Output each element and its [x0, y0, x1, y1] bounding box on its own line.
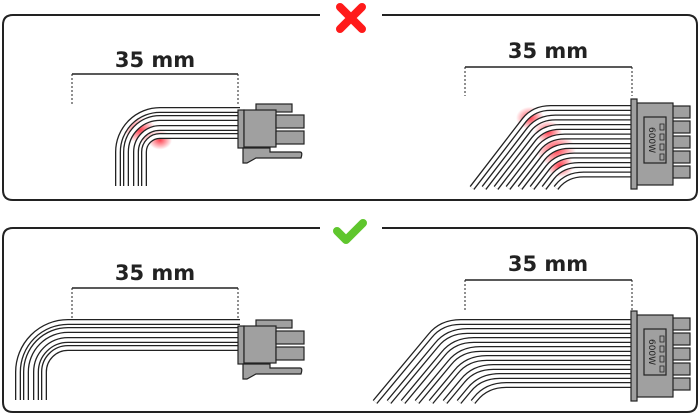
wire-insulation — [415, 347, 634, 404]
wire-insulation — [470, 106, 634, 190]
wire-insulation — [482, 115, 634, 190]
connector-wattage-label: 600W — [646, 127, 656, 153]
wire-insulation — [142, 134, 240, 186]
x-mark-icon — [336, 3, 366, 33]
measure-bracket-top-right — [464, 66, 633, 96]
wire-outline — [41, 345, 240, 400]
wire-insulation — [554, 172, 634, 190]
wire-insulation — [494, 125, 634, 190]
measure-bracket-bottom-right — [464, 279, 633, 310]
wire-insulation — [24, 328, 240, 400]
correct-panel-frame — [2, 227, 698, 413]
wire-insulation — [387, 329, 634, 404]
cable-wires — [15, 105, 634, 404]
measure-label: 35 mm — [508, 39, 588, 63]
connector-wattage-label: 600W — [646, 339, 656, 365]
wire-insulation — [34, 338, 240, 400]
check-mark-icon — [333, 219, 367, 244]
wire-insulation — [506, 134, 634, 190]
wire-insulation — [124, 116, 240, 186]
6-pin-connector — [237, 319, 305, 380]
wire-insulation — [116, 108, 240, 186]
wire-insulation — [542, 163, 634, 190]
wire-insulation — [134, 126, 240, 186]
wire-insulation — [443, 365, 634, 404]
measure-bracket-top-left — [71, 73, 239, 104]
wire-insulation — [401, 338, 634, 404]
measure-label: 35 mm — [115, 48, 195, 72]
wire-insulation — [471, 383, 634, 404]
incorrect-panel-frame — [2, 14, 698, 201]
wire-insulation — [373, 320, 634, 404]
wire-insulation — [518, 144, 634, 190]
wire-insulation — [457, 374, 634, 404]
measure-label: 35 mm — [115, 261, 195, 285]
wire-insulation — [16, 320, 240, 400]
wire-insulation — [42, 346, 240, 400]
measure-bracket-bottom-left — [71, 287, 239, 318]
wire-insulation — [429, 356, 634, 404]
measure-label: 35 mm — [508, 252, 588, 276]
12vhpwr-connector: 600W — [630, 98, 691, 190]
6-pin-connector — [237, 103, 305, 164]
wire-insulation — [530, 153, 634, 190]
12vhpwr-connector: 600W — [630, 310, 691, 402]
